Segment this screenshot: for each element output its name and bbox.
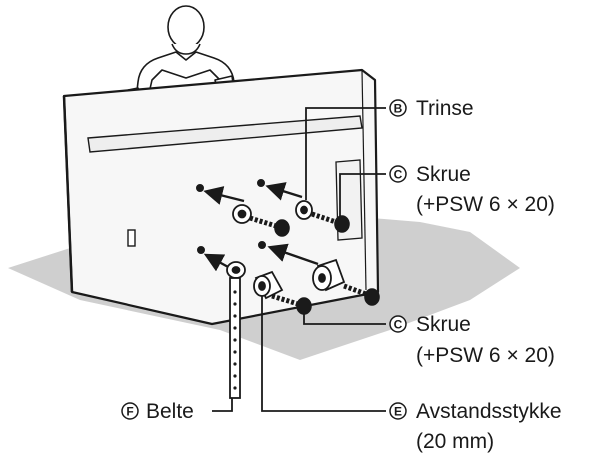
spacer-icon [312, 258, 346, 292]
label-b-letter: B [394, 102, 403, 116]
label-c-lower: C Skrue (+PSW 6 × 20) [389, 313, 555, 367]
washer-icon [232, 204, 252, 224]
label-b: B Trinse [389, 97, 474, 120]
label-c-lower-letter: C [394, 318, 403, 332]
belt-icon [229, 277, 241, 399]
screw-icon [249, 215, 290, 237]
leader-lines [212, 107, 386, 412]
label-b-text: Trinse [416, 97, 474, 120]
arrow-icon [203, 182, 319, 272]
label-f: F Belte [121, 400, 194, 423]
label-c-lower-sub: (+PSW 6 × 20) [416, 344, 555, 367]
label-c-upper-sub: (+PSW 6 × 20) [416, 193, 555, 216]
mount-holes [196, 179, 266, 254]
screw-icon [311, 211, 350, 233]
washer-icon [295, 200, 313, 220]
label-c-upper: C Skrue (+PSW 6 × 20) [389, 163, 555, 216]
screw-icon [343, 283, 380, 306]
label-e-letter: E [394, 405, 402, 419]
spacer-icon [253, 270, 284, 300]
label-e: E Avstandsstykke (20 mm) [389, 400, 562, 453]
label-f-text: Belte [146, 400, 194, 423]
label-e-text: Avstandsstykke [416, 400, 562, 423]
label-e-sub: (20 mm) [416, 430, 494, 453]
label-c-lower-text: Skrue [416, 313, 471, 336]
label-c-upper-letter: C [394, 168, 403, 182]
label-f-letter: F [126, 405, 133, 419]
washer-icon [226, 261, 246, 279]
label-c-upper-text: Skrue [416, 163, 471, 186]
